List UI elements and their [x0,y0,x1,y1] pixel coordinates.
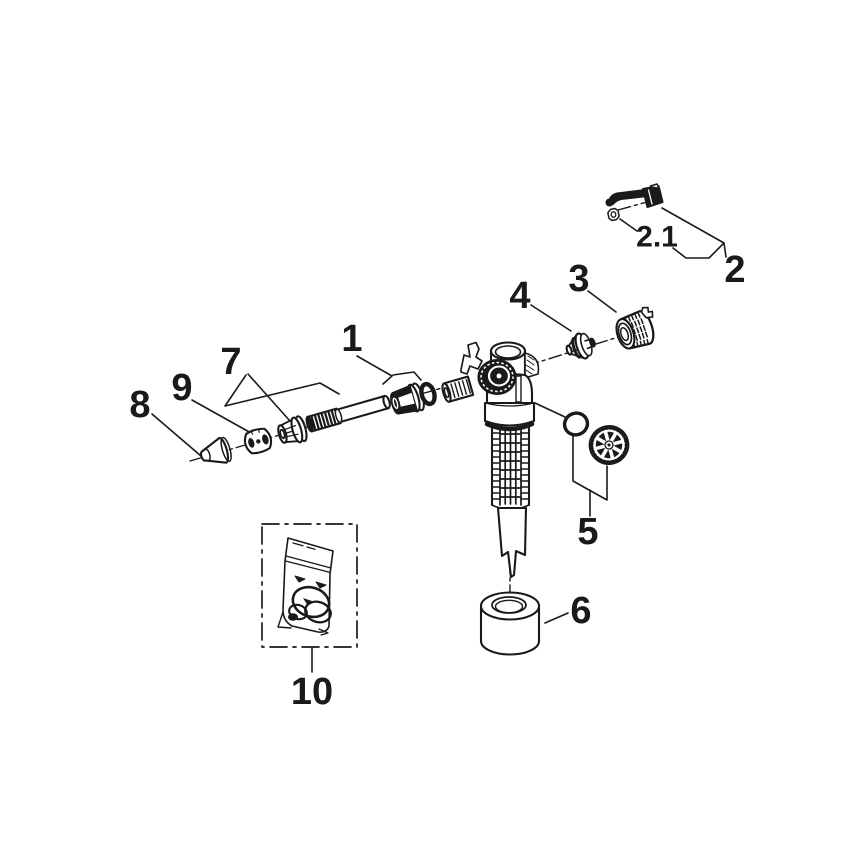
leader-8 [151,413,202,457]
callout-4: 4 [509,275,530,317]
callout-labels: 1 2 2.1 3 4 5 6 7 8 9 10 [129,221,745,714]
part-cone-nozzle [200,436,232,464]
valve-body [441,341,540,579]
outlet-tube [496,506,528,579]
cap-tab [640,306,654,319]
callout-5: 5 [577,511,598,553]
leader-2-1 [619,218,638,232]
part-hex-nut [390,382,425,415]
leader-7 [224,373,340,422]
leader-2 [661,207,727,259]
part-oring-5 [562,411,590,437]
callout-10: 10 [291,671,333,713]
leader-4 [530,304,572,332]
part-valve-plug [565,332,596,360]
part-knurled-cap [615,306,655,350]
callout-9: 9 [171,367,192,409]
part-threaded-spindle [305,394,391,433]
leader-5 [534,402,608,517]
parts-bag [277,537,334,636]
callout-7: 7 [220,341,241,383]
leader-6 [544,612,569,624]
filter-cartridge [490,426,531,511]
part-slotted-nut [243,427,273,455]
part-filter-wheel [588,425,630,465]
callout-6: 6 [570,590,591,632]
leader-9 [191,399,252,434]
callout-2: 2 [724,249,745,291]
leader-1 [356,355,422,385]
leader-lines [151,207,727,673]
inlet-clamp [460,341,483,375]
part-oring-seal [419,381,437,407]
callout-1: 1 [341,318,362,360]
part-lever-arm [605,183,664,222]
spare-parts-box [261,523,358,648]
callout-8: 8 [129,384,150,426]
callout-2-1: 2.1 [636,221,678,254]
side-knob [477,358,517,396]
threaded-inlet [441,375,475,403]
part-flanged-bushing [277,415,308,444]
callout-3: 3 [568,258,589,300]
leader-3 [587,290,617,313]
part-cup [479,591,541,656]
lever-nut [607,207,620,222]
